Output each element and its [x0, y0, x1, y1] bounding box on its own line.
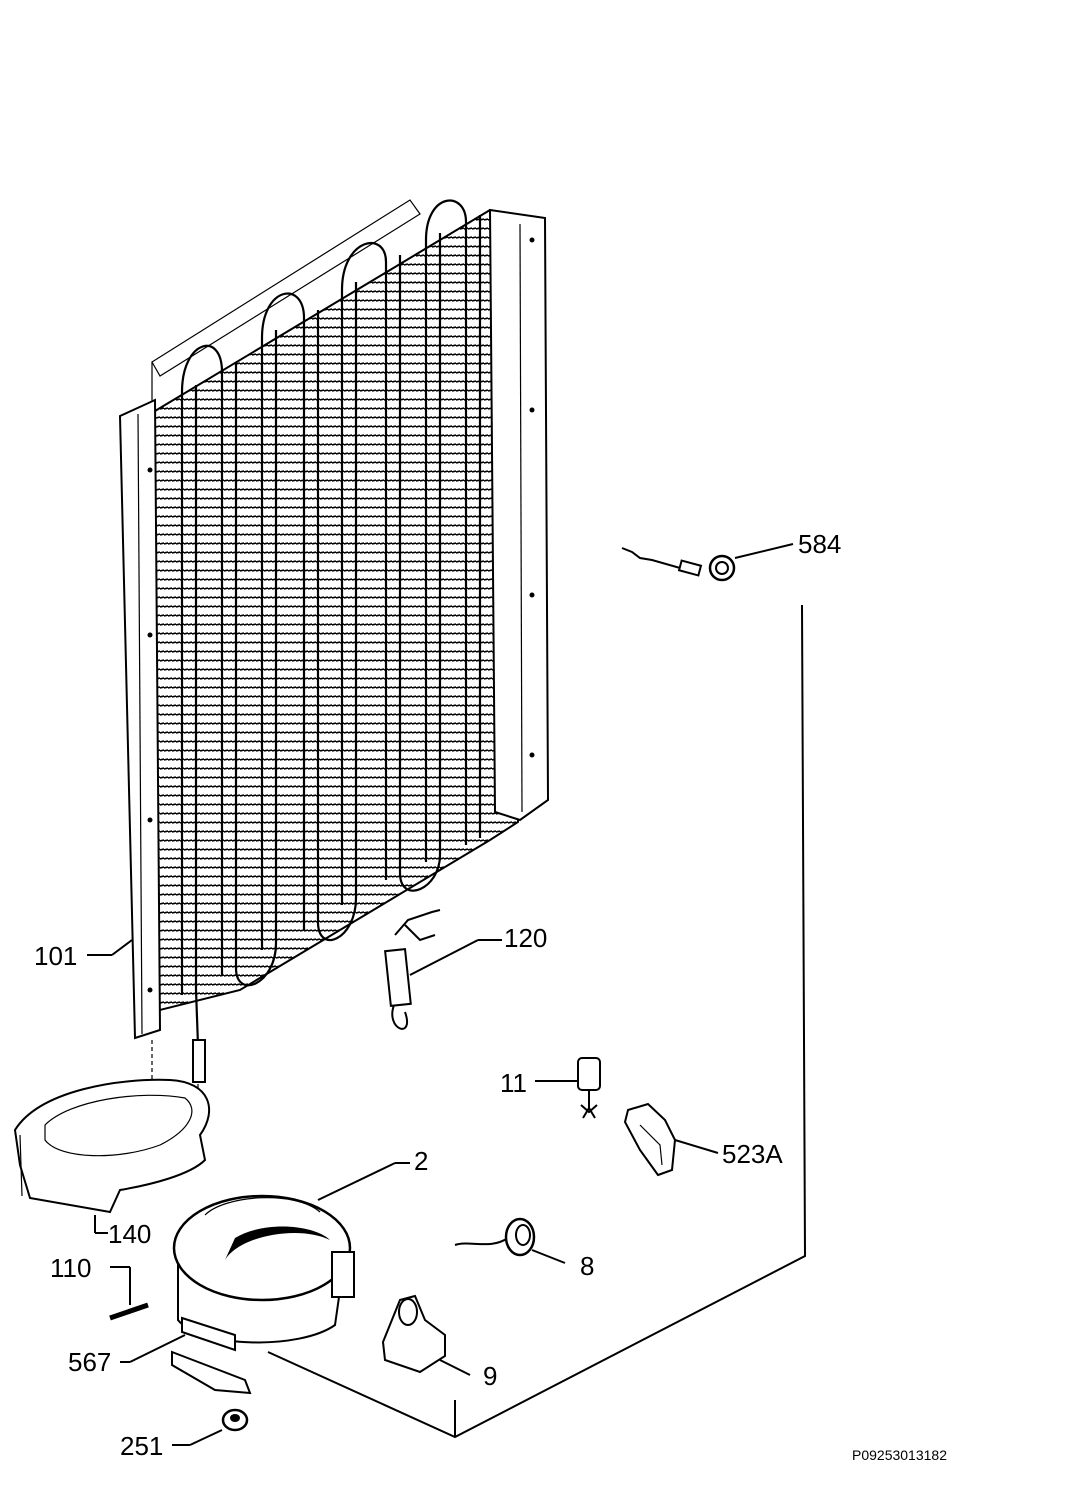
condenser-illustration — [118, 199, 550, 1094]
part-110-pin — [109, 1266, 149, 1321]
label-8: 8 — [580, 1251, 594, 1281]
label-110: 110 — [50, 1253, 91, 1283]
part-9-protector — [381, 1294, 471, 1376]
label-120: 120 — [504, 923, 547, 953]
part-584-sensor — [621, 543, 794, 582]
label-584: 584 — [798, 529, 841, 559]
part-2-compressor — [172, 1162, 410, 1344]
part-251-grommet — [172, 1408, 249, 1446]
part-523a-clip — [623, 1102, 719, 1177]
label-9: 9 — [483, 1361, 497, 1391]
label-2: 2 — [414, 1146, 428, 1176]
label-140: 140 — [108, 1219, 151, 1249]
part-140-drip-tray — [13, 1078, 211, 1234]
label-251: 251 — [120, 1431, 163, 1461]
part-11-valve — [535, 1057, 601, 1119]
part-567-mounting-plate — [120, 1316, 252, 1395]
drawing-code: P09253013182 — [852, 1447, 947, 1463]
label-523a: 523A — [722, 1139, 783, 1169]
label-567: 567 — [68, 1347, 111, 1377]
cabinet-outline — [267, 604, 807, 1439]
part-8-relay — [454, 1217, 566, 1264]
label-101: 101 — [34, 941, 77, 971]
label-11: 11 — [500, 1068, 527, 1098]
part-120-filter-drier — [384, 909, 502, 1030]
